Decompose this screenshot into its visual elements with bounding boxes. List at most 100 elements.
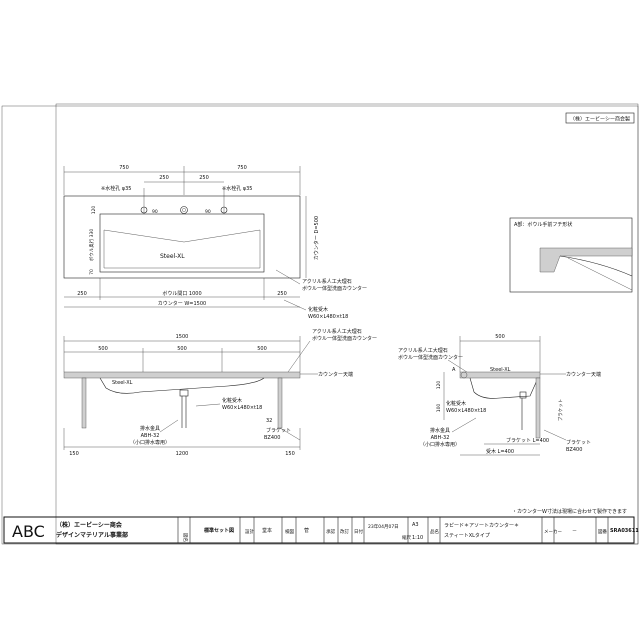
front-material-2: ボウル一体型洗面カウンター — [312, 335, 377, 342]
design-value: 堂本 — [262, 527, 272, 534]
item-label: 品名 — [430, 528, 439, 535]
dash-value: － — [572, 528, 577, 534]
f-name-label: 図名 — [182, 533, 189, 542]
company-division: デザインマテリアル事業部 — [56, 531, 128, 539]
company-logo: ABC — [12, 522, 45, 541]
front-bracket-right — [277, 377, 283, 429]
faucet-label-right: ※水栓孔 φ35 — [222, 185, 252, 192]
side-point-a: A — [452, 367, 456, 373]
scale-value: 1:10 — [412, 535, 423, 541]
front-bracket-left — [81, 377, 87, 429]
top-material-1: アクリル系人工大理石 — [302, 278, 352, 285]
side-dim-120: 120 — [436, 381, 442, 390]
front-drain-note: （小口排水専用） — [130, 439, 170, 446]
side-drain-note: （小口排水専用） — [420, 441, 460, 448]
side-label: メーカー — [544, 529, 562, 535]
top-support-size: W60×L480×t18 — [308, 314, 348, 320]
side-support-size: W60×L480×t18 — [446, 408, 486, 414]
approve-label: 承認 — [326, 528, 335, 535]
top-dim-inner-right: 250 — [199, 175, 209, 181]
side-drain-name: 排水金具 — [430, 427, 450, 434]
top-counter-width: カウンター W=1500 — [158, 300, 206, 307]
size-label: A3 — [412, 522, 419, 528]
frame-outer — [1, 105, 639, 545]
top-view: 750 750 250 250 ※水栓孔 φ35 ※水栓孔 φ35 120 90… — [63, 165, 367, 320]
side-bracket-length: ブラケット L=400 — [506, 437, 549, 444]
front-bracket-name: ブラケット — [266, 427, 291, 434]
detail-a: A部：ボウル手前フチ形状 — [509, 217, 633, 293]
front-seg3: 500 — [257, 346, 267, 352]
front-bottom-mid: 1200 — [176, 451, 189, 457]
counter-outline — [63, 195, 301, 279]
detail-title: A部：ボウル手前フチ形状 — [514, 221, 572, 228]
top-dim-90-right: 90 — [205, 209, 211, 215]
front-counter-slab — [63, 371, 301, 379]
sheet-border — [55, 103, 639, 545]
side-drain-code: ABH-32 — [431, 435, 450, 441]
check-label: 検図 — [285, 528, 294, 535]
front-drain-code: ABH-32 — [141, 433, 160, 439]
counter-depth: カウンター D=500 — [313, 216, 320, 260]
owner-box — [565, 112, 635, 124]
top-bottom-250-left: 250 — [77, 291, 87, 297]
design-label: 設計 — [245, 528, 254, 535]
top-dim-90-left: 90 — [152, 209, 158, 215]
front-support-name: 化粧受木 — [222, 397, 242, 404]
company-name: （株）エービーシー商会 — [56, 521, 123, 529]
side-bracket — [535, 377, 541, 439]
top-drain — [180, 206, 188, 214]
side-material-1: アクリル系人工大理石 — [398, 347, 448, 354]
front-drain — [179, 389, 189, 397]
owner-box-text: （株）エービーシー商会製 — [570, 116, 630, 123]
side-bracket-code: BZ400 — [566, 447, 582, 453]
side-material-2: ボウル一体型洗面カウンター — [398, 354, 463, 361]
front-total: 1500 — [176, 334, 189, 340]
top-bowl-width: ボウル間口 1000 — [162, 290, 201, 297]
front-bottom-left: 150 — [69, 451, 79, 457]
side-total: 500 — [495, 334, 505, 340]
front-material-1: アクリル系人工大理石 — [312, 328, 362, 335]
side-counter-slab — [459, 371, 541, 379]
top-dim-inner-left: 250 — [159, 175, 169, 181]
faucet-label-left: ※水栓孔 φ35 — [101, 185, 131, 192]
no-label: 図番 — [598, 528, 607, 535]
bowl-depth: ボウル奥行 330 — [88, 229, 95, 262]
front-dim-32: 32 — [266, 418, 272, 424]
top-dim-70: 70 — [89, 269, 95, 275]
item-line-2: スティートXLタイプ — [444, 532, 490, 539]
front-view: 1500 500 500 500 アクリル系人工大理石 ボウル一体型洗面カウンタ… — [63, 328, 377, 457]
side-vertical-note: ブラケット — [557, 399, 564, 422]
side-brand: Steel-XL — [490, 367, 511, 373]
item-line-1: ラピード＊アソートカウンター＊ — [444, 522, 519, 529]
footnote: ・カウンターW寸法は現場に合わせて製作できます — [512, 508, 627, 515]
title-block: ABC （株）エービーシー商会 デザインマテリアル事業部 図名 標準セット図 設… — [3, 516, 639, 544]
check-value: 菅 — [304, 527, 309, 534]
top-dim-left: 750 — [119, 165, 129, 171]
side-dim-100: 100 — [436, 404, 442, 413]
front-bottom-right: 150 — [285, 451, 295, 457]
front-support-size: W60×L480×t18 — [222, 405, 262, 411]
top-bottom-250-right: 250 — [277, 291, 287, 297]
front-seg2: 500 — [177, 346, 187, 352]
f-name-value: 標準セット図 — [204, 527, 234, 534]
top-material-2: ボウル一体型洗面カウンター — [302, 285, 367, 292]
date-value: 23年04月07日 — [368, 523, 399, 530]
top-brand: Steel-XL — [160, 253, 185, 260]
bowl-outline — [99, 213, 265, 273]
side-counter-top: カウンター天端 — [566, 371, 601, 378]
front-brand: Steel-XL — [112, 380, 133, 386]
front-drain-name: 排水金具 — [140, 425, 160, 432]
no-value: SRA03611 — [610, 528, 639, 534]
revision-label: 改訂 — [340, 528, 349, 535]
front-counter-top: カウンター天端 — [318, 371, 353, 378]
side-support-name: 化粧受木 — [446, 400, 466, 407]
side-view: 500 アクリル系人工大理石 ボウル一体型洗面カウンター A Steel-XL … — [398, 334, 601, 456]
top-dim-right: 750 — [237, 165, 247, 171]
date-label: 日付 — [354, 528, 363, 535]
side-support-length: 受木 L=400 — [486, 448, 514, 455]
scale-label: 縮尺 — [402, 534, 411, 541]
front-seg1: 500 — [98, 346, 108, 352]
top-support-name: 化粧受木 — [308, 306, 328, 313]
front-bracket-code: BZ400 — [264, 435, 280, 441]
